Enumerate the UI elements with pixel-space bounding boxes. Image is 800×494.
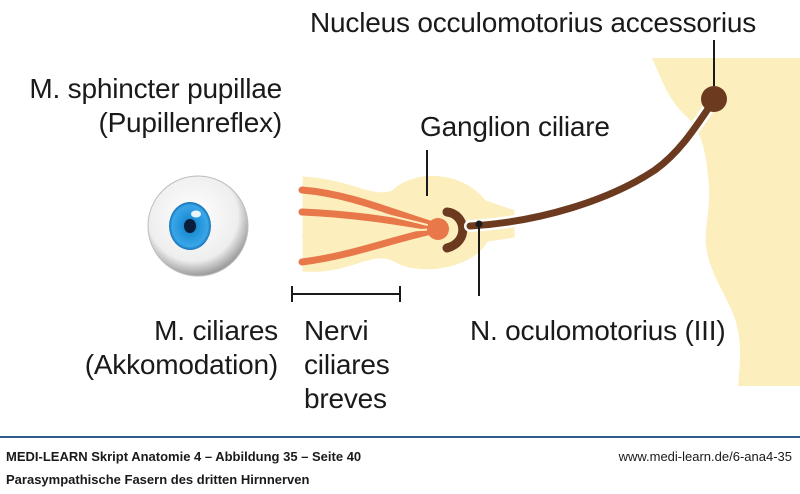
brainstem-shape <box>652 58 800 386</box>
label-nervi-line2: ciliares <box>304 349 390 380</box>
label-nervi-line3: breves <box>304 383 387 414</box>
label-sphincter: M. sphincter pupillae (Pupillenreflex) <box>14 72 282 140</box>
diagram-canvas <box>147 40 800 386</box>
ganglion-cell <box>427 218 449 240</box>
nervi-ciliares-fibers <box>298 186 440 266</box>
label-ciliares-line1: M. ciliares <box>154 315 278 346</box>
label-nervi-line1: Nervi <box>304 315 369 346</box>
nervi-bracket <box>291 286 401 302</box>
label-sphincter-line1: M. sphincter pupillae <box>29 73 282 104</box>
label-nervi: Nervi ciliares breves <box>304 314 390 416</box>
footer-subtitle: Parasympathische Fasern des dritten Hirn… <box>6 472 310 487</box>
footer-title: MEDI-LEARN Skript Anatomie 4 – Abbildung… <box>6 449 362 464</box>
footer-rule <box>0 436 800 438</box>
label-ganglion: Ganglion ciliare <box>420 111 610 142</box>
nucleus-dot <box>701 86 727 112</box>
label-sphincter-line2: (Pupillenreflex) <box>98 107 282 138</box>
label-ciliares-line2: (Akkomodation) <box>84 349 278 380</box>
synapse-terminal <box>442 207 468 253</box>
label-oculomotorius: N. oculomotorius (III) <box>470 315 726 346</box>
eye-icon <box>147 175 249 277</box>
label-nucleus: Nucleus occulomotorius accessorius <box>310 7 757 38</box>
footer-url[interactable]: www.medi-learn.de/6-ana4-35 <box>618 449 792 464</box>
label-ciliares: M. ciliares (Akkomodation) <box>60 314 278 382</box>
